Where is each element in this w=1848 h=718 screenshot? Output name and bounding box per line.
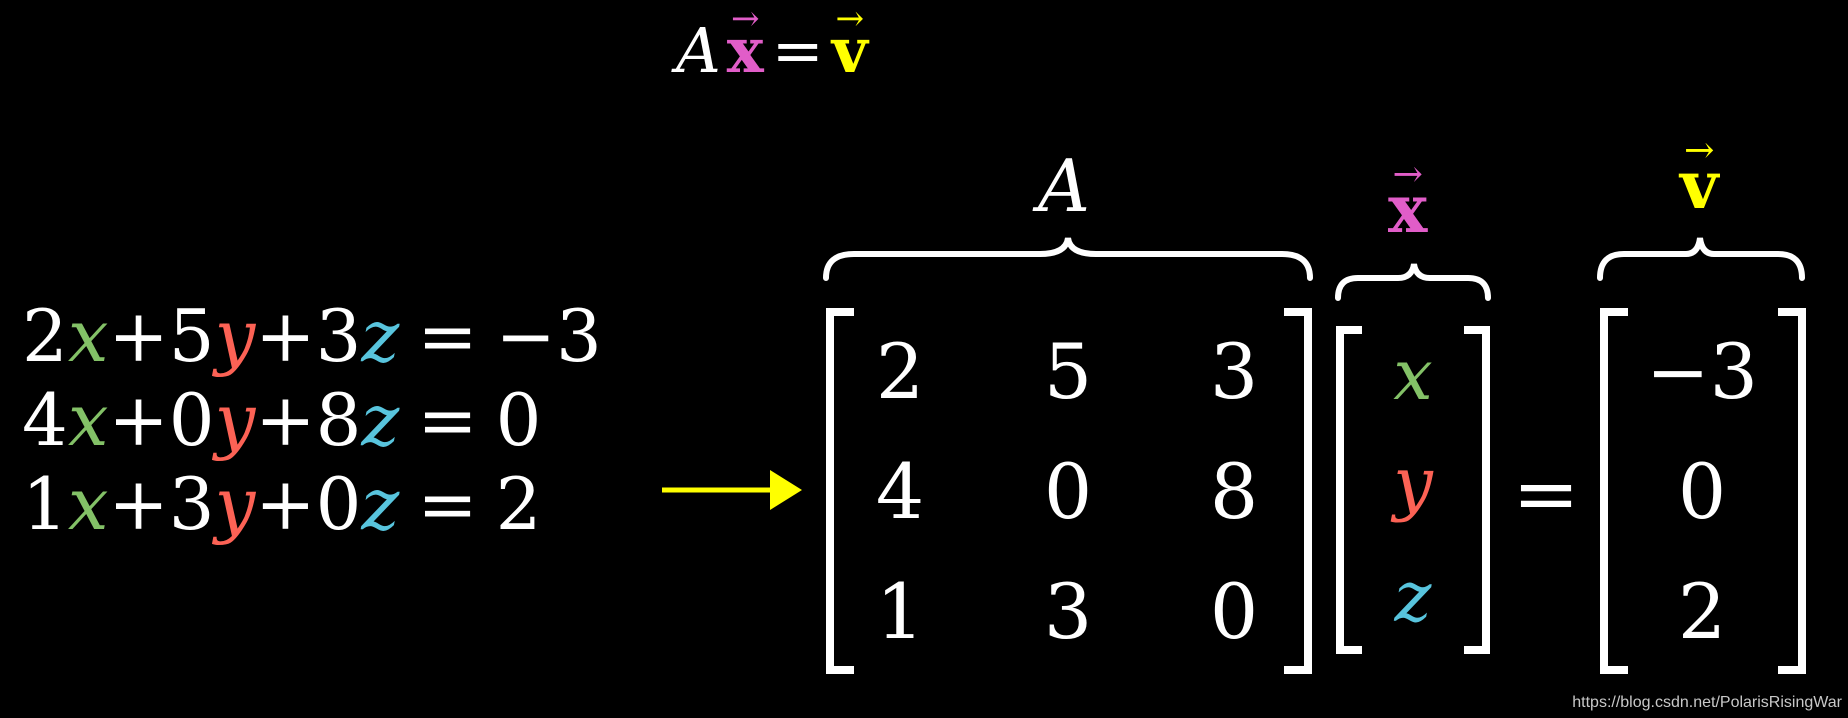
coefficient: 5 bbox=[168, 294, 215, 378]
title-vector-v: →v bbox=[832, 2, 868, 82]
brace-vector-v bbox=[1597, 237, 1805, 281]
matrix-cell: 8 bbox=[1209, 447, 1259, 536]
equals-sign: = bbox=[417, 462, 478, 546]
vector-x-entry-z: z bbox=[1394, 556, 1432, 638]
brace-vector-x bbox=[1335, 263, 1491, 301]
variable-z: z bbox=[361, 378, 400, 462]
matrix-cell: 3 bbox=[1209, 327, 1259, 416]
matrix-cell: 5 bbox=[1043, 327, 1093, 416]
equals-sign: = bbox=[417, 294, 478, 378]
vector-arrow-icon: → bbox=[835, 0, 864, 39]
coefficient: 1 bbox=[22, 462, 68, 546]
vector-v-label: →v bbox=[1680, 131, 1718, 218]
matrix-left-bracket bbox=[826, 308, 854, 674]
vector-v-entry: 0 bbox=[1677, 447, 1727, 536]
variable-z: z bbox=[361, 462, 400, 546]
title-equation: A→x=→v bbox=[676, 2, 868, 82]
plus-sign: + bbox=[255, 378, 316, 462]
coefficient: 4 bbox=[22, 378, 68, 462]
coefficient: 0 bbox=[168, 378, 215, 462]
plus-sign: + bbox=[255, 294, 316, 378]
matrix-cell: 2 bbox=[875, 327, 925, 416]
variable-z: z bbox=[361, 294, 400, 378]
vector-x-left-bracket bbox=[1336, 326, 1362, 654]
matrix-label-A: A bbox=[1038, 144, 1090, 228]
matrix-cell: 0 bbox=[1043, 447, 1093, 536]
vector-x-label: →x bbox=[1388, 155, 1427, 242]
equation-row-2: 4x+0y+8z=0 bbox=[22, 384, 541, 456]
coefficient: 8 bbox=[315, 378, 362, 462]
plus-sign: + bbox=[255, 462, 316, 546]
equals-sign: = bbox=[1512, 447, 1580, 540]
equals-sign: = bbox=[417, 378, 478, 462]
matrix-cell: 0 bbox=[1209, 567, 1259, 656]
vector-v-right-bracket bbox=[1778, 308, 1806, 674]
variable-y: y bbox=[214, 378, 256, 462]
vector-arrow-icon: → bbox=[730, 0, 760, 39]
vector-x-right-bracket bbox=[1464, 326, 1490, 654]
vector-x-label-letter: x bbox=[1388, 170, 1428, 248]
title-vector-x: →x bbox=[727, 2, 764, 82]
rhs-value: −3 bbox=[495, 294, 602, 378]
title-matrix-A: A bbox=[676, 14, 721, 87]
matrix-right-bracket bbox=[1284, 308, 1312, 674]
matrix-cell: 1 bbox=[875, 567, 925, 656]
variable-x: x bbox=[67, 294, 109, 378]
coefficient: 3 bbox=[168, 462, 215, 546]
yellow-arrow-icon bbox=[662, 470, 802, 510]
rhs-value: 2 bbox=[495, 462, 542, 546]
vector-arrow-icon: → bbox=[1392, 152, 1423, 195]
coefficient: 2 bbox=[22, 294, 68, 378]
vector-v-label-letter: v bbox=[1680, 146, 1719, 224]
equation-row-3: 1x+3y+0z=2 bbox=[22, 468, 541, 540]
vector-v-entry: 2 bbox=[1677, 567, 1727, 656]
equation-row-1: 2x+5y+3z=−3 bbox=[22, 300, 602, 372]
vector-v-left-bracket bbox=[1600, 308, 1628, 674]
brace-matrix-A bbox=[823, 237, 1313, 281]
coefficient: 3 bbox=[315, 294, 362, 378]
vector-x-entry-y: y bbox=[1393, 442, 1433, 524]
plus-sign: + bbox=[108, 294, 169, 378]
coefficient: 0 bbox=[315, 462, 362, 546]
plus-sign: + bbox=[108, 378, 169, 462]
vector-v-entry: −3 bbox=[1645, 327, 1759, 416]
plus-sign: + bbox=[108, 462, 169, 546]
vector-x-entry-x: x bbox=[1393, 334, 1433, 416]
matrix-cell: 3 bbox=[1043, 567, 1093, 656]
variable-x: x bbox=[67, 378, 109, 462]
vector-arrow-icon: → bbox=[1683, 128, 1715, 171]
title-vector-v-letter: v bbox=[831, 14, 868, 87]
title-equals: = bbox=[771, 14, 824, 87]
variable-x: x bbox=[67, 462, 109, 546]
title-vector-x-letter: x bbox=[726, 14, 764, 87]
rhs-value: 0 bbox=[495, 378, 542, 462]
watermark-url: https://blog.csdn.net/PolarisRisingWar bbox=[1572, 694, 1842, 711]
variable-y: y bbox=[214, 462, 256, 546]
variable-y: y bbox=[214, 294, 256, 378]
matrix-cell: 4 bbox=[875, 447, 925, 536]
